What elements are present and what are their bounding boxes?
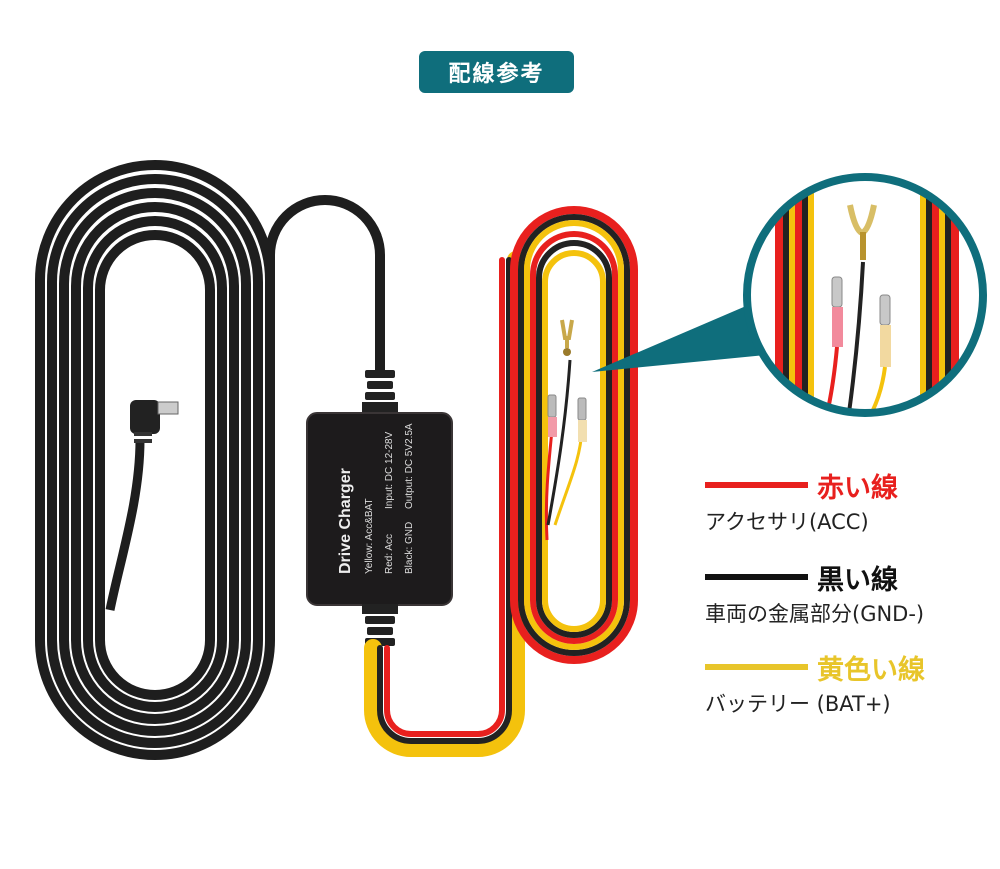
charger-black-label: Black: GND [404, 521, 415, 574]
charger-output-label: Output: DC 5V2.5A [404, 423, 415, 509]
callout-pointer [592, 300, 765, 372]
zoom-callout-circle [743, 173, 987, 417]
charger-red-label: Red: Acc [384, 533, 395, 574]
charger-yellow-label: Yellow: Acc&BAT [364, 498, 375, 574]
legend-red-desc: アクセサリ(ACC) [705, 510, 869, 534]
page-title-badge: 配線参考 [419, 51, 574, 93]
legend-red-name: 赤い線 [817, 473, 898, 504]
black-line-swatch [705, 574, 808, 580]
tri-color-coil [510, 206, 638, 664]
black-cable-coil [35, 160, 275, 760]
legend-yellow-desc: バッテリー (BAT+) [705, 692, 891, 716]
black-cable-loop [265, 195, 385, 370]
strain-relief-bottom [362, 604, 398, 646]
tri-color-cable [364, 251, 525, 757]
legend-black-desc: 車両の金属部分(GND-) [705, 602, 925, 626]
yellow-line-swatch [705, 664, 808, 670]
strain-relief-top [362, 370, 398, 416]
wire-ends [544, 319, 587, 541]
charger-brand: Drive Charger [337, 468, 354, 574]
legend-yellow-name: 黄色い線 [817, 655, 925, 686]
red-line-swatch [705, 482, 808, 488]
charger-input-label: Input: DC 12-28V [384, 431, 395, 509]
charger-label: Drive Charger Yellow: Acc&BAT Red: Acc B… [312, 418, 450, 604]
legend-black-name: 黒い線 [817, 565, 898, 596]
mini-usb-plug-icon [130, 400, 179, 443]
